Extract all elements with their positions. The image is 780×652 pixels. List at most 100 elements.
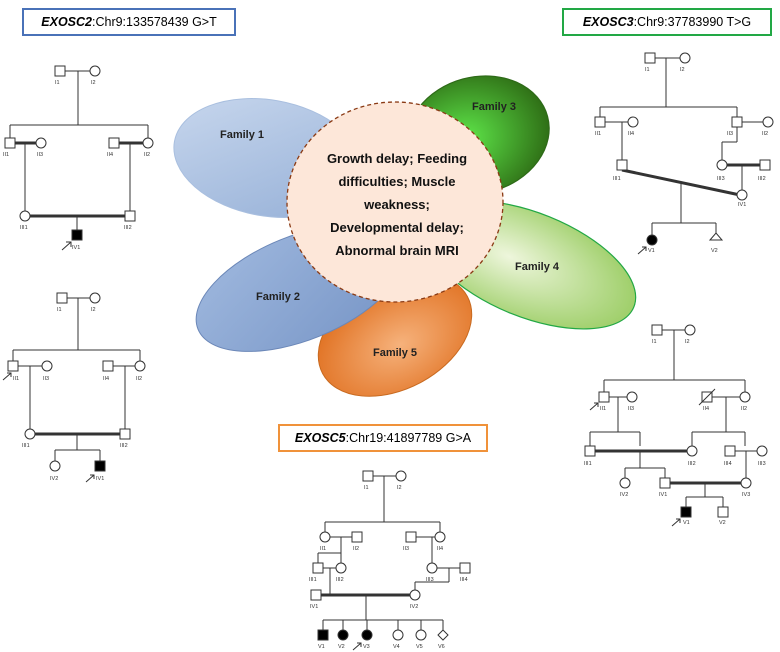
- ind-label: II2: [144, 152, 150, 158]
- pedigree-square: [119, 428, 131, 440]
- proband-arrow-icon: [2, 372, 12, 381]
- center-line-2: difficulties; Muscle: [338, 174, 455, 189]
- pedigree-square-affected: [317, 629, 329, 641]
- pedigree-circle: [434, 531, 446, 543]
- proband-arrow-icon: [352, 642, 362, 651]
- proband-arrow-icon: [671, 518, 681, 527]
- pedigree-circle: [142, 137, 154, 149]
- ind-label: IV3: [742, 492, 750, 498]
- ind-label: II2: [762, 131, 768, 137]
- pedigree-circle: [762, 116, 774, 128]
- pedigree-labels: I1 I2 II1 II3 II4 II2 III1 III2 IV1 I1 I…: [3, 67, 768, 650]
- ind-label: III2: [120, 443, 128, 449]
- ind-label: V3: [363, 644, 370, 650]
- pedigree-circle: [35, 137, 47, 149]
- ind-label: II1: [13, 376, 19, 382]
- gene-separator: :: [633, 15, 638, 29]
- pedigree-circle: [716, 159, 728, 171]
- ind-label: III1: [613, 176, 621, 182]
- ind-label: II2: [136, 376, 142, 382]
- pedigree-square: [731, 116, 743, 128]
- pedigree-circle-affected: [361, 629, 373, 641]
- center-line-4: Developmental delay;: [330, 220, 464, 235]
- ind-label: I1: [645, 67, 650, 73]
- pedigree-circle: [415, 629, 427, 641]
- exosc3-header: EXOSC3 : Chr9:37783990 T>G: [562, 8, 772, 36]
- ind-label: I2: [91, 307, 96, 313]
- pedigree-circle: [395, 470, 407, 482]
- ind-label: III2: [124, 225, 132, 231]
- pedigree-square-affected: [71, 229, 83, 241]
- pedigree-circle: [41, 360, 53, 372]
- pedigree-square: [717, 506, 729, 518]
- ind-label: II1: [320, 546, 326, 552]
- ind-label: I2: [685, 339, 690, 345]
- pedigree-circle-affected: [337, 629, 349, 641]
- proband-arrow-icon: [61, 241, 72, 251]
- gene-name: EXOSC2: [41, 15, 92, 29]
- pedigree-circle: [684, 324, 696, 336]
- ind-label: V2: [711, 248, 718, 254]
- ind-label: III3: [717, 176, 725, 182]
- pedigree-circle: [24, 428, 36, 440]
- ind-label: IV1: [96, 476, 104, 482]
- pedigree-circle: [89, 65, 101, 77]
- pedigree-square: [405, 531, 417, 543]
- pedigree-square: [102, 360, 114, 372]
- pedigree-circle: [686, 445, 698, 457]
- ind-label: IV1: [738, 202, 746, 208]
- ind-label: IV1: [310, 604, 318, 610]
- ind-label: II3: [43, 376, 49, 382]
- exosc2-header: EXOSC2: Chr9:133578439 G>T: [22, 8, 236, 36]
- pedigree-circle: [619, 477, 631, 489]
- ind-label: III3: [426, 577, 434, 583]
- pedigree-square: [310, 589, 322, 601]
- gene-name: EXOSC5: [294, 431, 346, 445]
- proband-arrow-icon: [589, 402, 599, 411]
- ind-label: III4: [724, 461, 732, 467]
- ind-label: II2: [741, 406, 747, 412]
- ind-label: V1: [648, 248, 655, 254]
- ind-label: III2: [336, 577, 344, 583]
- pedigree-circle: [739, 391, 751, 403]
- ind-label: II4: [703, 406, 709, 412]
- center-line-3: weakness;: [363, 197, 430, 212]
- pedigree-circle: [409, 589, 421, 601]
- ind-label: II1: [595, 131, 601, 137]
- family-3-label: Family 3: [472, 101, 516, 113]
- ind-label: I1: [652, 339, 657, 345]
- pedigree-circle: [19, 210, 31, 222]
- family-4-label: Family 4: [515, 261, 560, 273]
- pedigree-circle: [49, 460, 61, 472]
- pedigree-square: [312, 562, 324, 574]
- ind-label: II4: [107, 152, 113, 158]
- pedigree-square-affected: [680, 506, 692, 518]
- ind-label: IV1: [72, 245, 80, 251]
- pedigree-square: [351, 531, 363, 543]
- pedigree-circle: [134, 360, 146, 372]
- variant-text: Chr9:133578439 G>T: [95, 15, 217, 29]
- pedigree-diamond: [437, 629, 449, 641]
- proband-arrow-icon: [637, 246, 647, 255]
- pedigree-square-affected: [94, 460, 106, 472]
- pedigree-triangle: [708, 232, 724, 241]
- pedigree-circle: [335, 562, 347, 574]
- ind-label: II4: [628, 131, 634, 137]
- ind-label: I1: [55, 80, 60, 86]
- ind-label: II3: [403, 546, 409, 552]
- center-circle: [286, 101, 504, 303]
- pedigree-square: [362, 470, 374, 482]
- variant-text: Chr9:37783990 T>G: [637, 15, 752, 29]
- pedigree-square: [4, 137, 16, 149]
- pedigree-circle: [740, 477, 752, 489]
- ind-label: IV2: [410, 604, 418, 610]
- ind-label: II1: [3, 152, 9, 158]
- pedigree-circle: [89, 292, 101, 304]
- ind-label: II1: [600, 406, 606, 412]
- pedigree-square: [54, 65, 66, 77]
- deceased-slash: [698, 388, 716, 406]
- pedigree-circle: [756, 445, 768, 457]
- pedigree-circle: [392, 629, 404, 641]
- ind-label: I2: [680, 67, 685, 73]
